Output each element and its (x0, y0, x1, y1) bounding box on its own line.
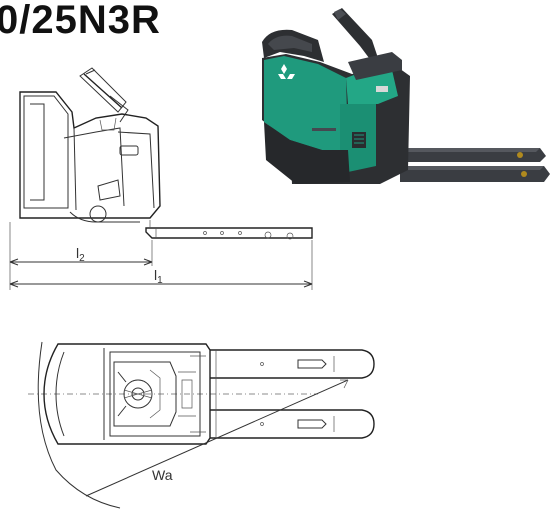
render-tiller (332, 8, 378, 62)
tiller-arm (79, 67, 129, 123)
dimension-l1-label: l1 (154, 267, 163, 286)
dimension-lines (9, 222, 313, 290)
wa-dimension-line (85, 379, 349, 497)
top-forks (210, 349, 375, 439)
truck-render (262, 8, 550, 184)
model-title: 0/25N3R (0, 0, 161, 42)
top-view-drawing: Wa (28, 341, 375, 509)
render-vent (352, 132, 366, 148)
dimension-wa-label: Wa (152, 467, 173, 483)
truck-body-outline (19, 91, 161, 219)
render-green-panel (264, 56, 348, 150)
top-body-outline (43, 343, 211, 445)
brand-logo-icon (278, 64, 295, 79)
dimension-l2-label: l2 (76, 245, 85, 264)
fork-side (69, 205, 313, 240)
side-view-drawing: l2 l1 (9, 67, 313, 290)
render-forks (396, 148, 550, 182)
turning-arc (37, 341, 121, 509)
